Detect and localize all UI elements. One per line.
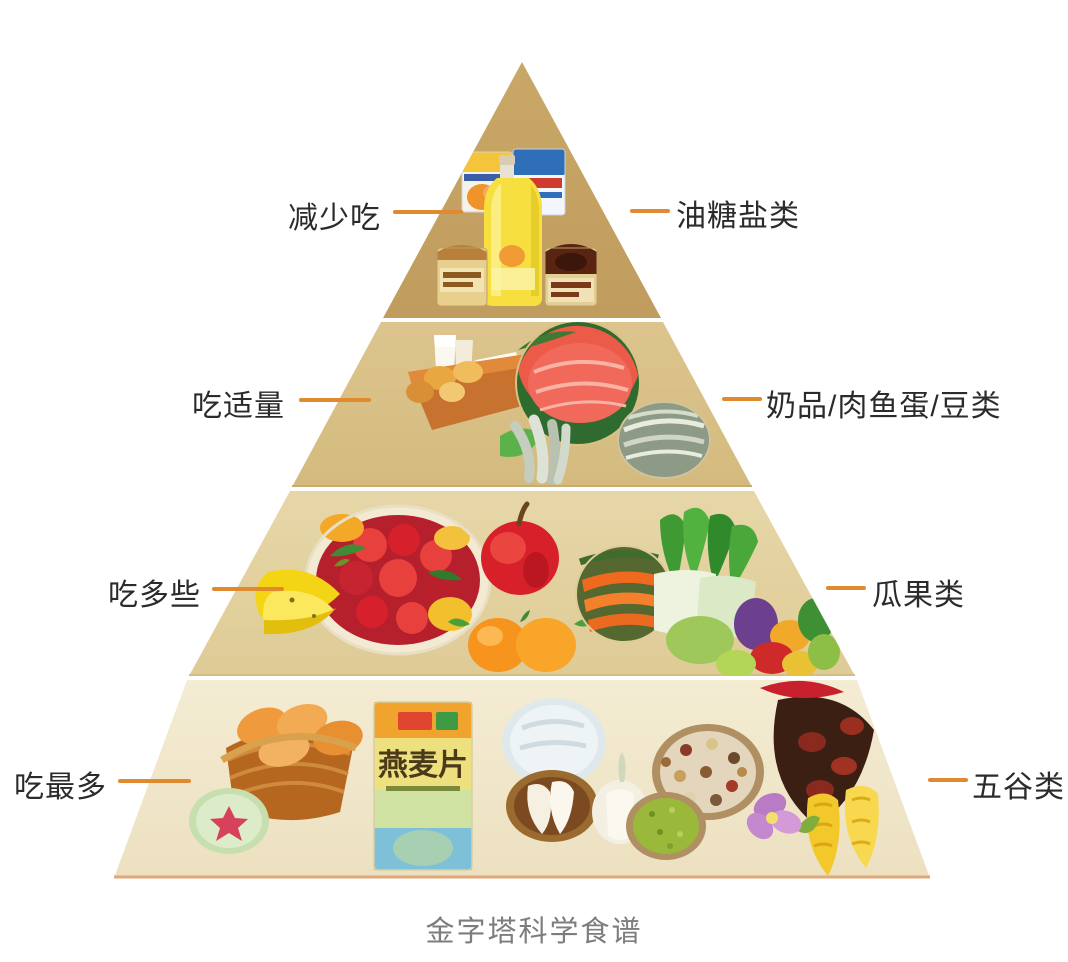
sardines-icon <box>500 414 571 485</box>
leader-line-tier4-left <box>118 779 191 783</box>
leader-line-tier3-right <box>826 586 866 590</box>
tier3-food-cluster <box>255 501 840 676</box>
tier4-left-label: 吃最多 <box>14 771 107 804</box>
sauce-jar-icon <box>544 244 598 307</box>
whitebait-photo-circle <box>617 401 711 479</box>
apple-icon <box>481 501 559 595</box>
svg-text:燕麦片: 燕麦片 <box>378 748 468 783</box>
leader-line-tier1-right <box>630 209 670 213</box>
banana-bunch-icon <box>255 558 350 635</box>
wooden-board-icon <box>406 352 552 430</box>
bamboo-shoot-icon <box>506 770 598 842</box>
leader-line-tier1-left <box>393 210 463 214</box>
corn-cobs-icon <box>796 785 879 876</box>
tier1-right-label: 油糖盐类 <box>676 200 800 233</box>
figure-caption: 金字塔科学食谱 <box>425 916 643 948</box>
flower-garnish-icon <box>746 792 802 840</box>
leafy-greens-icon <box>654 507 840 676</box>
tier4-right-label: 五谷类 <box>972 771 1065 804</box>
orange-pair-icon <box>448 610 596 672</box>
oatmeal-package-icon: 燕麦片 <box>373 701 473 871</box>
tier3-left-label: 吃多些 <box>108 579 201 612</box>
cooking-oil-bottle-icon <box>484 155 542 306</box>
mung-beans-icon <box>626 792 706 860</box>
leader-line-tier4-right <box>928 778 968 782</box>
green-rice-cake-icon <box>189 788 269 854</box>
tier2-food-cluster <box>406 322 711 485</box>
honey-jar-icon <box>436 245 488 307</box>
leader-line-tier2-left <box>299 398 371 402</box>
steamed-rice-photo <box>502 698 606 786</box>
tier4-food-cluster: 燕麦片 <box>189 680 879 876</box>
tier2-left-label: 吃适量 <box>192 390 285 423</box>
leader-line-tier3-left <box>212 587 284 591</box>
carrots-photo-circle <box>575 545 673 643</box>
salmon-photo-circle <box>515 322 641 446</box>
tier1-food-cluster <box>436 148 598 307</box>
tier3-right-label: 瓜果类 <box>872 579 965 612</box>
tier1-left-label: 减少吃 <box>288 202 381 235</box>
tier2-right-label: 奶品/肉鱼蛋/豆类 <box>766 390 1002 423</box>
leader-line-tier2-right <box>722 397 762 401</box>
fruit-platter-photo <box>304 504 492 656</box>
